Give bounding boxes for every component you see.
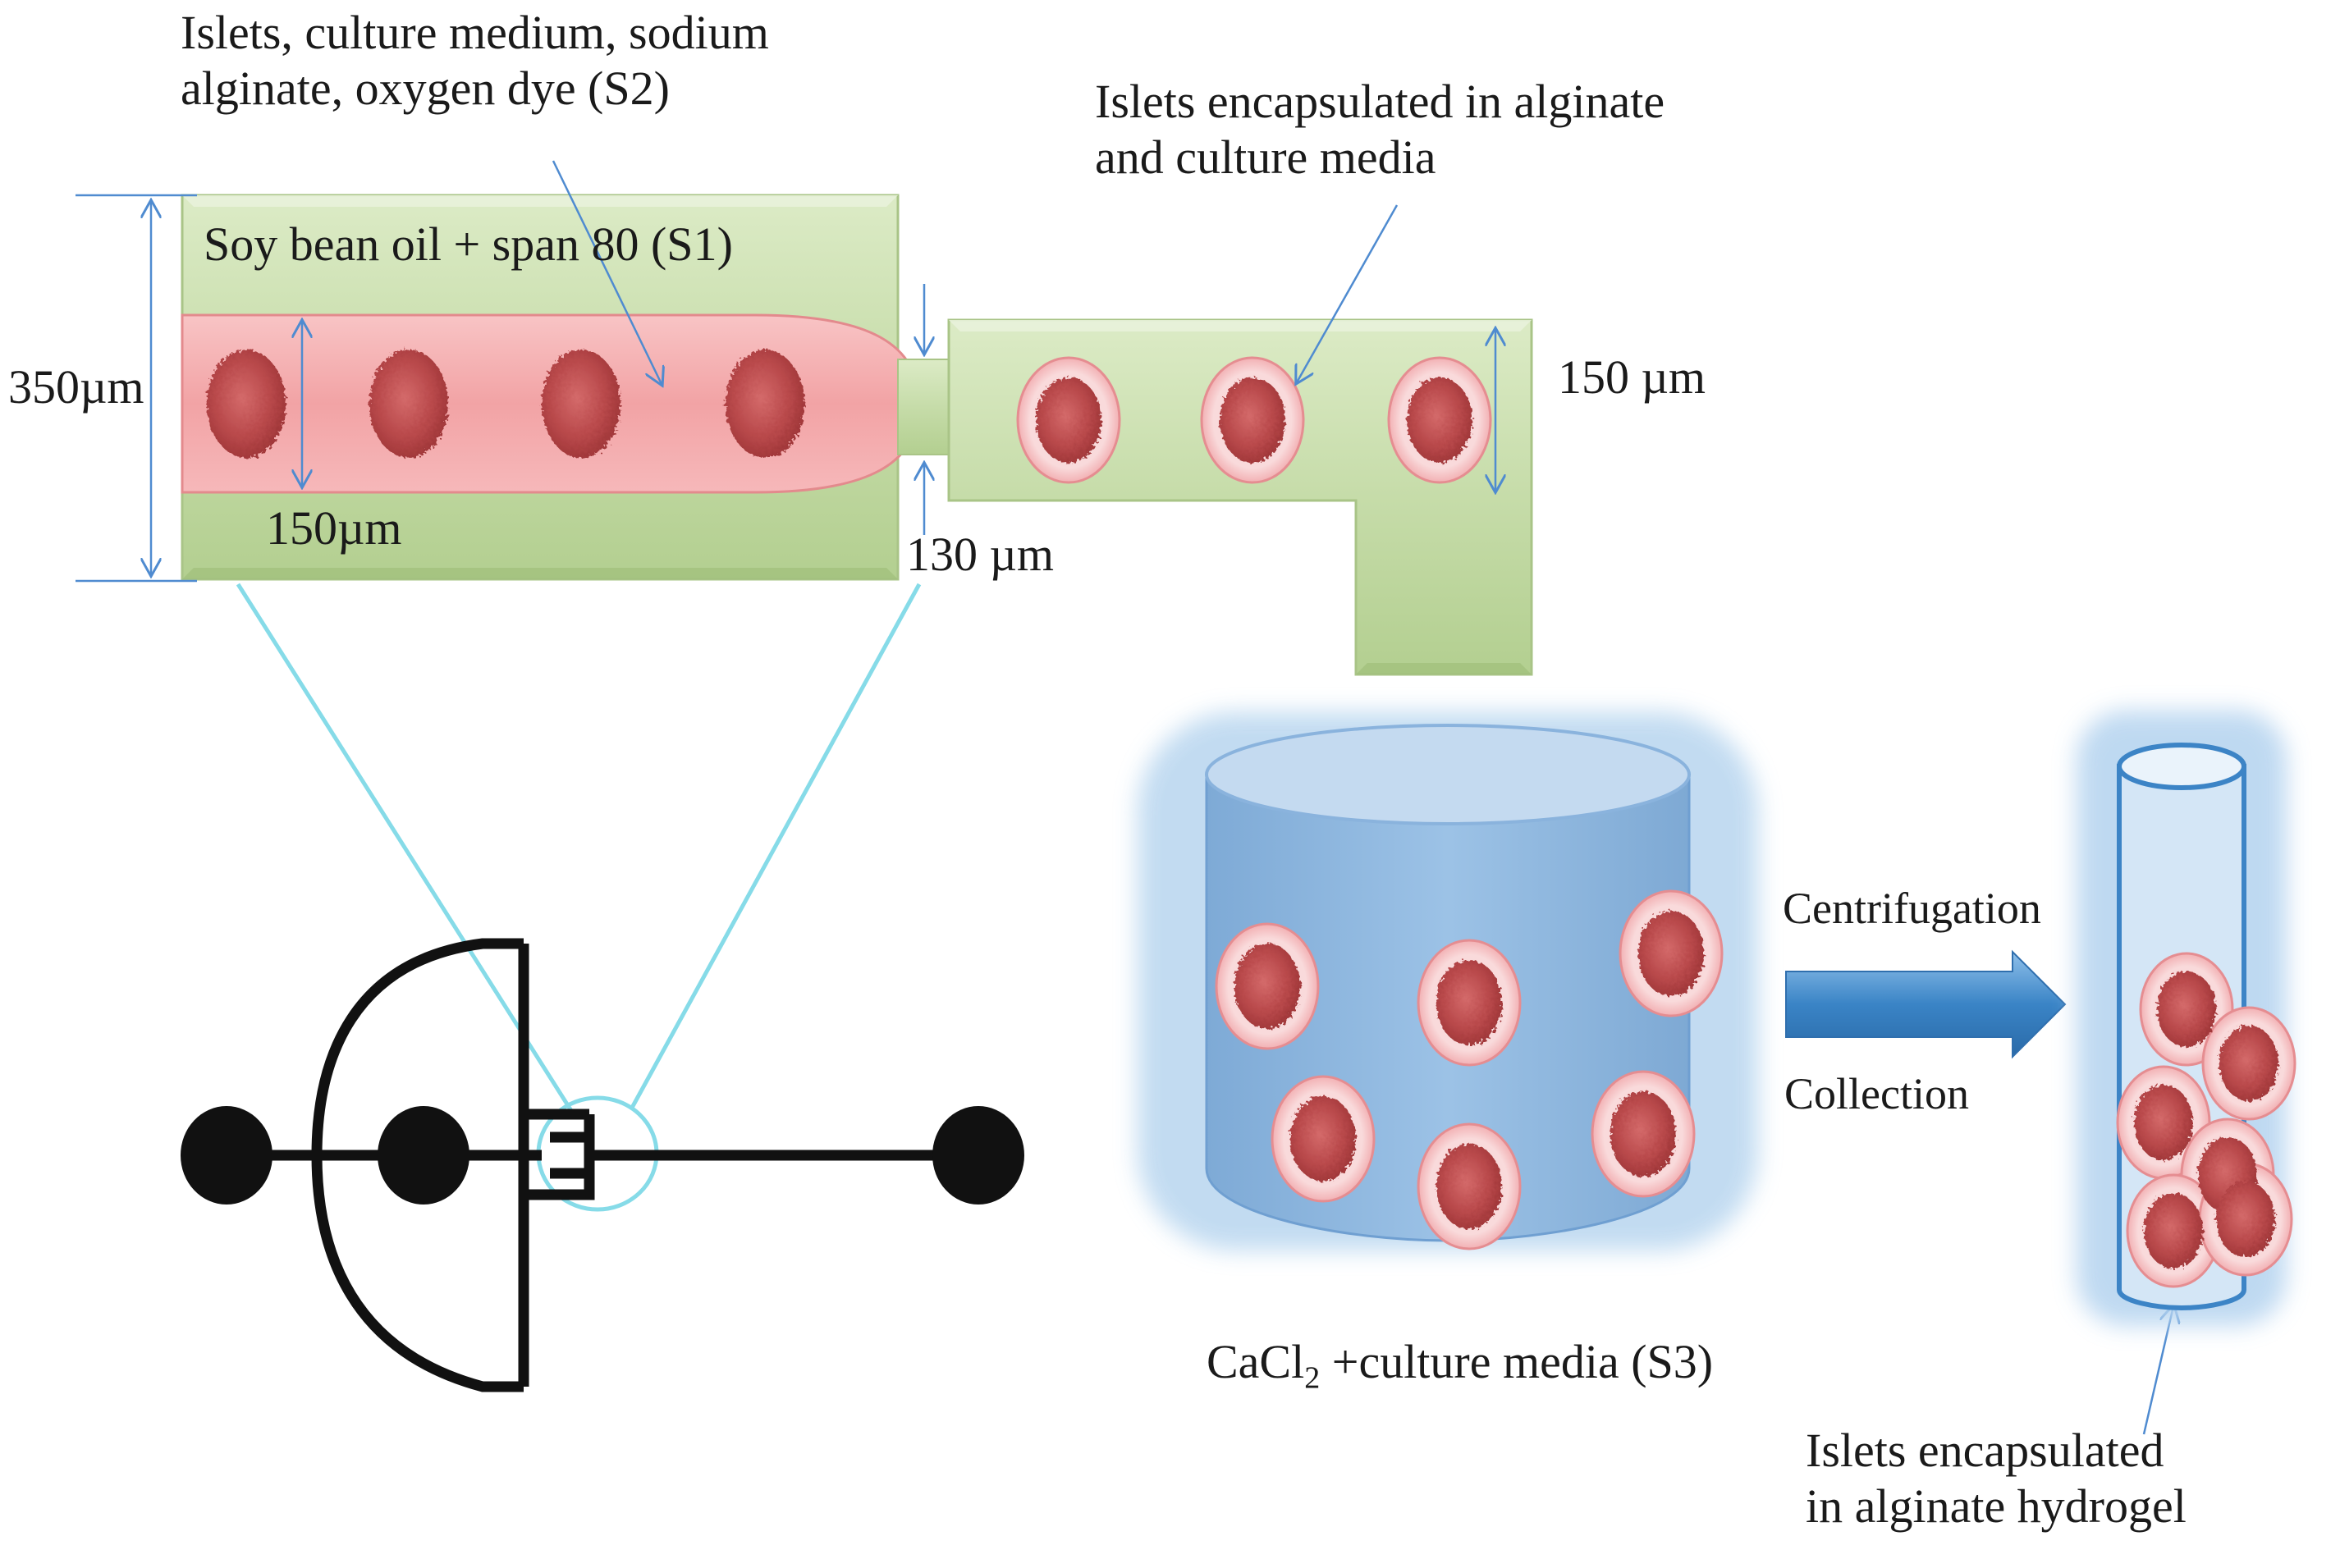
device-ports [181, 1106, 1024, 1205]
label-s3-post: +culture media (S3) [1320, 1335, 1714, 1388]
label-150um-outlet: 150 µm [1558, 350, 1706, 404]
label-collection: Collection [1784, 1069, 1969, 1118]
islet [1436, 960, 1502, 1045]
capsules-in-outlet [1016, 356, 1492, 484]
inlet-port-2 [378, 1106, 469, 1205]
inlet-port-1 [181, 1106, 272, 1205]
label-s3-sub: 2 [1304, 1360, 1321, 1396]
islet [542, 350, 620, 458]
islet [207, 350, 286, 458]
dimension-lines [76, 194, 1495, 583]
islet [1638, 911, 1704, 996]
islet [2219, 1026, 2278, 1101]
label-hydrogel: Islets encapsulated in alginate hydrogel [1806, 1423, 2187, 1535]
label-s2-line1: Islets, culture medium, sodium [181, 6, 769, 59]
islet [1610, 1091, 1676, 1177]
label-hydrogel-line2: in alginate hydrogel [1806, 1479, 2187, 1534]
leader-lines [552, 160, 2173, 1435]
label-130um: 130 µm [906, 528, 1055, 581]
junction-neck [897, 359, 950, 455]
outlet-port [932, 1106, 1024, 1205]
islet [2144, 1193, 2203, 1269]
label-150um-inner: 150µm [266, 501, 402, 555]
islet [369, 350, 448, 458]
islet [1036, 377, 1101, 463]
label-encapsulated-line1: Islets encapsulated in alginate [1095, 75, 1665, 128]
label-hydrogel-line1: Islets encapsulated [1806, 1424, 2164, 1477]
label-s3-pre: CaCl [1207, 1335, 1305, 1388]
capsules-in-tube [2116, 952, 2296, 1288]
islet [1234, 944, 1300, 1029]
islet [2216, 1182, 2275, 1257]
process-arrow [1785, 949, 2067, 1059]
islet [1436, 1144, 1502, 1229]
islet [1220, 377, 1285, 463]
label-encapsulated: Islets encapsulated in alginate and cult… [1095, 74, 1665, 186]
label-s1: Soy bean oil + span 80 (S1) [204, 217, 733, 271]
islet [726, 350, 804, 458]
label-s2: Islets, culture medium, sodium alginate,… [181, 5, 769, 117]
islet [1407, 377, 1472, 463]
capsules-in-reservoir [1215, 889, 1724, 1250]
islet [1290, 1096, 1356, 1182]
label-encapsulated-line2: and culture media [1095, 130, 1436, 185]
islet [2157, 971, 2216, 1047]
label-centrifugation: Centrifugation [1783, 884, 2041, 933]
microfluidic-device [230, 938, 957, 1392]
islet [2134, 1085, 2193, 1160]
label-s2-line2: alginate, oxygen dye (S2) [181, 62, 670, 116]
islets-in-stream [207, 350, 804, 458]
label-350um: 350µm [8, 360, 144, 414]
label-s3: CaCl2 +culture media (S3) [1207, 1334, 1713, 1397]
